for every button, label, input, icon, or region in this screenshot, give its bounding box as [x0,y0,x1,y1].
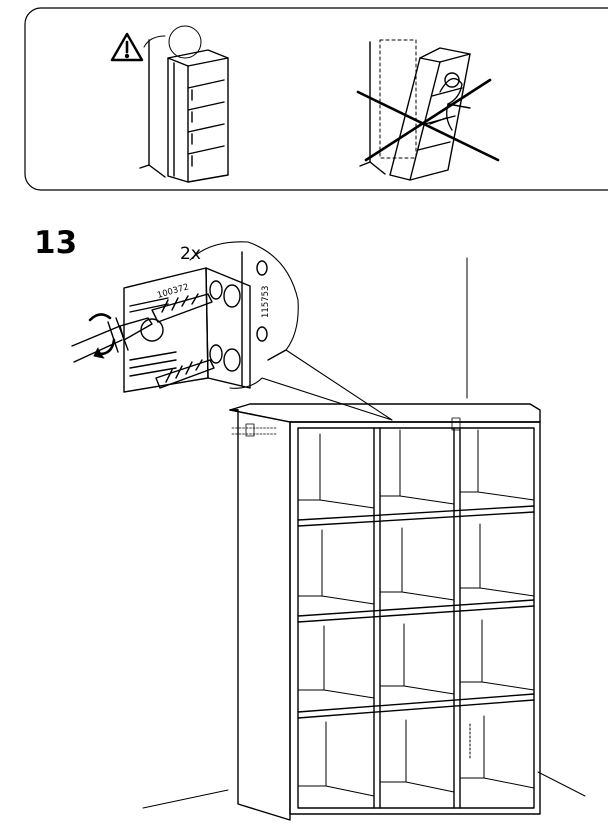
screwdriver [71,317,153,363]
bookcase-interior [297,429,535,797]
warning-triangle-icon [110,32,166,62]
screw-lower [155,359,215,389]
screw-upper [151,293,213,323]
wall-bracket [123,267,251,393]
bracket-part-number: 115753 [261,286,271,318]
correct-example-shelf [139,25,229,183]
bracket-position-marks [231,417,469,437]
screw-part-number: 100372 [156,282,190,301]
detail-callout: 2x [71,241,393,421]
quantity-label: 2x [180,244,201,264]
rotate-clockwise-icon [88,313,116,359]
incorrect-example-shelf [356,39,500,181]
warning-panel [24,7,608,191]
step-number: 13 [34,225,78,261]
cube-bookcase [142,257,586,821]
cross-out-icon [356,78,500,162]
